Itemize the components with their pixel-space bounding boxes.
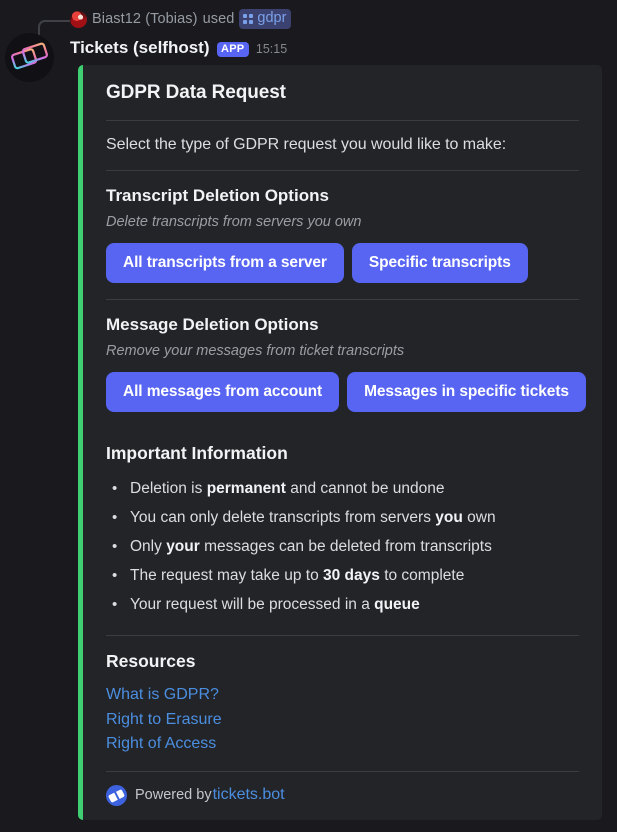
embed-description: Select the type of GDPR request you woul… [106,136,507,153]
divider [106,170,579,171]
divider [106,770,579,772]
emphasized-text: you [435,509,463,526]
footer-text: Powered by [135,787,212,803]
important-information-item: Only your messages can be deleted from t… [106,532,579,561]
slash-command-dots-icon [243,13,254,24]
messages-in-specific-tickets-button[interactable]: Messages in specific tickets [347,372,586,412]
divider [106,635,579,636]
important-information-section: Important Information Deletion is perman… [106,428,579,619]
important-information-item: Deletion is permanent and cannot be undo… [106,474,579,503]
command-used-label: used [202,11,235,27]
app-badge: APP [216,41,249,57]
divider [106,120,579,121]
important-information-item: Your request will be processed in a queu… [106,590,579,619]
resources-title: Resources [106,651,196,671]
user-avatar[interactable] [70,10,87,28]
important-information-item: The request may take up to 30 days to co… [106,561,579,590]
field-subtitle: Delete transcripts from servers you own [106,214,362,230]
message-timestamp: 15:15 [255,42,288,56]
emphasized-text: your [166,538,200,555]
slash-command-label: gdpr [257,10,287,26]
divider [106,299,579,300]
ticket-avatar[interactable] [5,33,54,82]
all-messages-from-account-button[interactable]: All messages from account [106,372,340,412]
resources-section: Resources What is GDPR? Right to Erasure… [106,636,579,757]
command-context-row: Biast12 (Tobias) used gdpr [70,9,292,29]
important-information-list: Deletion is permanent and cannot be undo… [106,474,579,619]
important-information-title: Important Information [106,443,288,463]
emphasized-text: queue [374,596,420,613]
field-title: Transcript Deletion Options [106,186,329,205]
footer-link-tickets-bot[interactable]: tickets.bot [212,786,285,803]
emphasized-text: 30 days [323,567,380,584]
resource-link-right-of-access[interactable]: Right of Access [106,735,217,752]
command-user-name[interactable]: Biast12 (Tobias) [92,11,198,27]
tickets-bot-logo-icon [106,784,127,806]
specific-transcripts-button[interactable]: Specific transcripts [351,243,528,283]
gdpr-embed: GDPR Data Request Select the type of GDP… [78,65,602,820]
field-subtitle: Remove your messages from ticket transcr… [106,343,405,359]
field-title: Message Deletion Options [106,315,319,334]
bot-name[interactable]: Tickets (selfhost) [70,38,210,57]
important-information-item: You can only delete transcripts from ser… [106,503,579,532]
message-button-row: All messages from account Messages in sp… [106,372,586,428]
field-transcript-deletion: Transcript Deletion Options Delete trans… [106,171,579,299]
reply-connector-line [38,20,70,42]
all-transcripts-from-server-button[interactable]: All transcripts from a server [106,243,344,283]
slash-command-pill[interactable]: gdpr [239,9,292,29]
embed-title: GDPR Data Request [106,82,286,103]
transcript-button-row: All transcripts from a server Specific t… [106,243,579,299]
embed-footer: Powered by tickets.bot [106,772,579,806]
ticket-avatar-icon [11,42,48,70]
emphasized-text: permanent [206,480,286,497]
command-context-line: Biast12 (Tobias) used gdpr [0,0,617,42]
field-message-deletion: Message Deletion Options Remove your mes… [106,300,586,428]
message-header: Tickets (selfhost) APP 15:15 [70,38,287,58]
resource-link-right-to-erasure[interactable]: Right to Erasure [106,710,222,728]
resource-link-what-is-gdpr[interactable]: What is GDPR? [106,686,219,703]
